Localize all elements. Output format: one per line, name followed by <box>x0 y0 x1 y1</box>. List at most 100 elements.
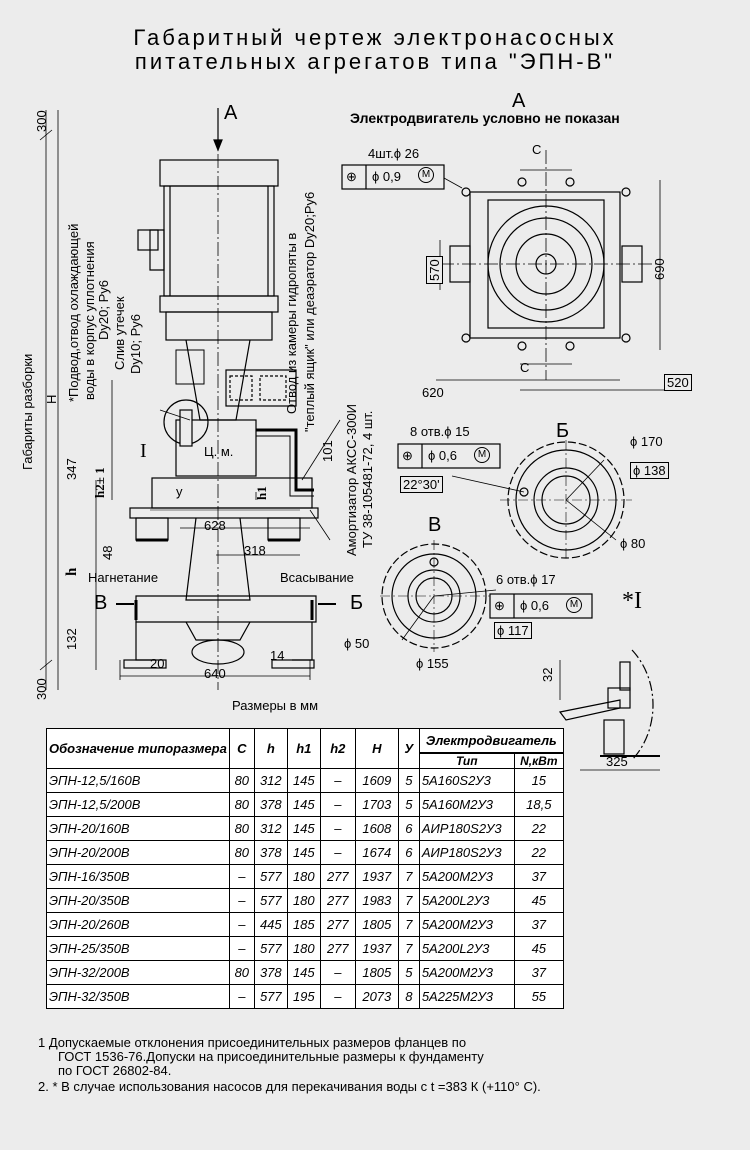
dim-318: 318 <box>244 543 266 558</box>
flange-v-letter: В <box>428 514 442 536</box>
dim-h1: h1 <box>254 486 269 500</box>
table-cell: 7 <box>397 888 420 913</box>
table-cell: 1983 <box>354 888 399 913</box>
note-2: 2. * В случае использования насосов для … <box>38 1079 541 1094</box>
label-nagnetanie: Нагнетание <box>88 570 159 585</box>
flange-v-view <box>380 540 593 652</box>
view-a-dim-620: 620 <box>422 385 444 400</box>
max-material-icon: M <box>566 597 582 613</box>
flange-v-holes: 6 отв.ϕ 17 <box>496 572 556 587</box>
dim-h2: h2± 1 <box>92 467 107 498</box>
table-cell: 22 <box>513 840 564 865</box>
table-cell: ЭПН-20/160В <box>46 816 230 841</box>
dim-132: 132 <box>64 628 79 650</box>
table-cell: 1608 <box>354 816 399 841</box>
flange-b-holes: 8 отв.ϕ 15 <box>410 424 470 439</box>
table-cell: – <box>228 936 255 961</box>
header-H: Н <box>354 728 399 769</box>
table-cell: 45 <box>513 888 564 913</box>
header-h: h <box>253 728 288 769</box>
view-a-letter: А <box>512 90 526 112</box>
table-cell: 180 <box>286 888 321 913</box>
table-cell: 145 <box>286 816 321 841</box>
table-cell: ЭПН-20/200В <box>46 840 230 865</box>
units-note: Размеры в мм <box>232 698 319 713</box>
view-a-c-bottom: С <box>520 360 530 375</box>
position-tolerance-icon: ⊕ <box>346 169 357 184</box>
note-1-line-1: 1 Допускаемые отклонения присоединительн… <box>38 1035 467 1050</box>
note-leak-dy10: Dy10; Py6 <box>128 314 143 374</box>
table-cell: 277 <box>319 864 356 889</box>
table-cell: 185 <box>286 912 321 937</box>
header-c: С <box>228 728 255 769</box>
table-cell: 145 <box>286 768 321 793</box>
note-tu: ТУ 38-105481-72, 4 шт. <box>360 410 375 548</box>
detail-i-dim-325: 325 <box>606 754 628 769</box>
table-cell: 312 <box>253 768 288 793</box>
flange-b-d170: ϕ 170 <box>630 434 663 449</box>
table-cell: – <box>319 792 356 817</box>
table-cell: 80 <box>228 768 255 793</box>
header-h2: h2 <box>319 728 356 769</box>
dim-347: 347 <box>64 458 79 480</box>
view-a-caption: Электродвигатель условно не показан <box>350 110 620 126</box>
header-motor: Электродвигатель <box>418 728 564 754</box>
table-cell: 6 <box>397 816 420 841</box>
table-header-row: Обозначение типоразмера С h h1 h2 Н У Эл… <box>46 728 564 769</box>
note-warm-box: "теплый ящик" или деаэратор Dy20;Py6 <box>302 191 317 432</box>
table-cell: 5А160S2У3 <box>418 768 515 793</box>
table-cell: 5 <box>397 792 420 817</box>
detail-i <box>558 649 660 771</box>
view-arrow-a: А <box>224 102 238 124</box>
table-cell: 5А200М2У3 <box>418 960 515 985</box>
note-1-line-3: по ГОСТ 26802-84. <box>58 1063 172 1078</box>
view-a-dim-690: 690 <box>652 258 667 280</box>
flange-b-d80: ϕ 80 <box>620 536 646 551</box>
table-cell: ЭПН-20/350В <box>46 888 230 913</box>
table-cell: АИР180S2У3 <box>418 816 515 841</box>
center-mass-label: Ц. м. <box>204 444 234 459</box>
table-cell: 378 <box>253 792 288 817</box>
table-cell: 45 <box>513 936 564 961</box>
note-1-line-2: ГОСТ 1536-76.Допуски на присоединительны… <box>58 1049 484 1064</box>
table-cell: 1805 <box>354 912 399 937</box>
table-cell: 145 <box>286 840 321 865</box>
flange-v-d50: ϕ 50 <box>344 636 370 651</box>
table-subheader-row: Тип N,кВт <box>47 752 564 769</box>
table-cell: 145 <box>286 960 321 985</box>
table-cell: 6 <box>397 840 420 865</box>
table-cell: 312 <box>253 816 288 841</box>
table-cell: 5А200М2У3 <box>418 864 515 889</box>
detail-i-title: *I <box>622 588 642 614</box>
section-b-marker: Б <box>350 592 364 614</box>
dim-20: 20 <box>150 656 165 671</box>
view-a-plan <box>341 150 690 391</box>
table-cell: ЭПН-20/260В <box>46 912 230 937</box>
table-cell: 5А225М2У3 <box>418 984 515 1009</box>
dim-y: у <box>176 484 183 499</box>
table-cell: 15 <box>513 768 564 793</box>
table-cell: ЭПН-12,5/160В <box>46 768 230 793</box>
header-h1: h1 <box>286 728 321 769</box>
flange-b-view <box>397 440 632 560</box>
table-cell: 180 <box>286 936 321 961</box>
table-cell: 277 <box>319 912 356 937</box>
table-cell: – <box>319 840 356 865</box>
table-cell: 5А200L2У3 <box>418 936 515 961</box>
table-cell: ЭПН-25/350В <box>46 936 230 961</box>
table-cell: 577 <box>253 984 288 1009</box>
table-cell: 277 <box>319 888 356 913</box>
table-cell: 1937 <box>354 936 399 961</box>
position-tolerance-icon: ⊕ <box>402 448 413 463</box>
dim-628: 628 <box>204 518 226 533</box>
view-a-dim-520: 520 <box>664 374 692 391</box>
table-cell: 80 <box>228 840 255 865</box>
dim-gabarity-razborki: Габариты разборки <box>20 353 35 470</box>
table-cell: 145 <box>286 792 321 817</box>
note-amortizator: Амортизатор АКСС-300И <box>344 403 359 556</box>
table-cell: ЭПН-32/350В <box>46 984 230 1009</box>
table-cell: 80 <box>228 960 255 985</box>
note-cooling-supply: *Подвод,отвод охлаждающей <box>66 223 81 402</box>
